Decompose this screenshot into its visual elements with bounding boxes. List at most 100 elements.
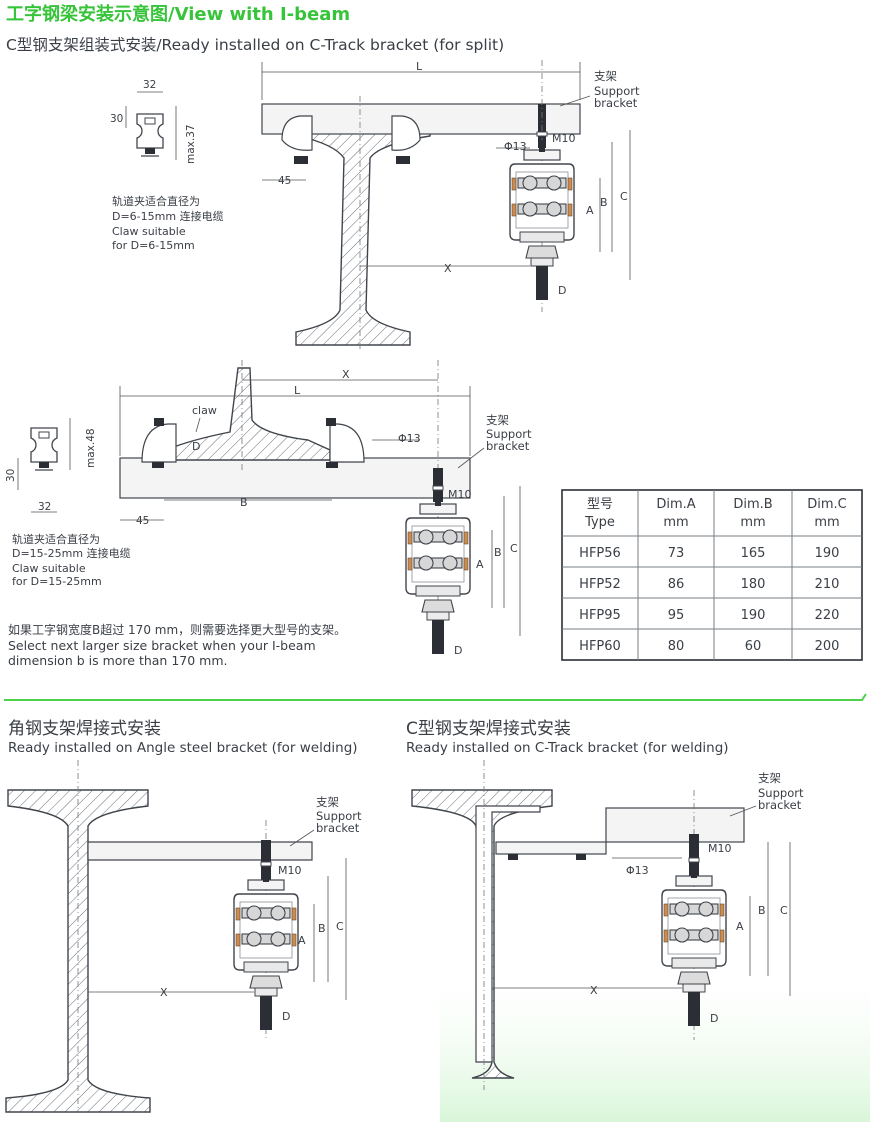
dim-label-B2: B [494, 546, 502, 559]
dim-label-C: C [336, 920, 344, 933]
support-label-en2: bracket [486, 439, 530, 453]
table-header-b-unit: mm [740, 515, 765, 530]
split-install-diagram: L X 45 A B C M10 Φ13 D 支架 Support bracke… [261, 60, 640, 350]
support-label-en2: bracket [594, 96, 638, 110]
dim-label-phi13: Φ13 [504, 140, 527, 153]
claw-label: claw [192, 404, 217, 417]
claw-profile-large: 32 30 max.48 [5, 418, 97, 513]
dim-label-45: 45 [136, 515, 149, 527]
support-label-en2: bracket [758, 798, 802, 812]
angle-section-title-en: Ready installed on Angle steel bracket (… [8, 740, 358, 756]
table-cell: HFP52 [579, 577, 621, 592]
table-header-a-unit: mm [663, 515, 688, 530]
table-cell: HFP56 [579, 546, 621, 561]
section-divider [4, 693, 867, 701]
support-label-en: Support [486, 427, 532, 441]
claw-profile-small: 32 30 max.37 [110, 79, 197, 164]
dim-label-B: B [758, 904, 766, 917]
dim-label-30: 30 [5, 469, 17, 482]
dim-label-A: A [298, 934, 306, 947]
claw-note-en: Claw suitable [12, 562, 86, 575]
table-header-b: Dim.B [733, 497, 772, 512]
dim-label-max48: max.48 [85, 428, 97, 468]
dim-label-D: D [454, 644, 462, 657]
claw-note-en2: for D=6-15mm [112, 239, 195, 252]
support-label-cn: 支架 [316, 795, 339, 809]
support-label-en2: bracket [316, 821, 360, 835]
dim-label-B: B [318, 922, 326, 935]
angle-section-title-cn: 角钢支架焊接式安装 [8, 719, 161, 739]
claw-note-en: Claw suitable [112, 225, 186, 238]
support-label-cn: 支架 [758, 771, 781, 785]
table-row: HFP95 95 190 220 [579, 608, 839, 623]
dim-label-M10: M10 [552, 132, 576, 145]
table-row: HFP52 86 180 210 [579, 577, 839, 592]
dim-label-A: A [476, 558, 484, 571]
rail-install-diagram: X L B 45 D claw Φ13 M10 A B C D 支架 Suppo… [119, 360, 532, 657]
support-label-en: Support [594, 84, 640, 98]
table-header-type-en: Type [584, 515, 615, 530]
dim-label-A: A [586, 204, 594, 217]
ctrack-weld-title-cn: C型钢支架焊接式安装 [406, 719, 571, 739]
page-title: 工字钢梁安装示意图/View with I-beam [6, 3, 350, 25]
dim-label-C: C [780, 904, 788, 917]
table-cell: 190 [815, 546, 840, 561]
table-cell: 73 [668, 546, 685, 561]
dim-label-L: L [416, 60, 423, 73]
dim-label-phi13: Φ13 [398, 432, 421, 445]
table-cell: 95 [668, 608, 685, 623]
table-cell: 86 [668, 577, 685, 592]
claw-note-cn2: D=15-25mm 连接电缆 [12, 547, 131, 560]
rail-profile [165, 367, 331, 461]
dim-label-30: 30 [110, 113, 123, 125]
dim-label-C: C [620, 190, 628, 203]
support-label-cn: 支架 [594, 69, 617, 83]
dim-label-B: B [240, 496, 248, 509]
table-header-c-unit: mm [814, 515, 839, 530]
dim-label-max37: max.37 [185, 124, 197, 164]
selection-note-cn: 如果工字钢宽度B超过 170 mm，则需要选择更大型号的支架。 [8, 622, 346, 637]
dim-label-L: L [294, 384, 301, 397]
table-cell: 80 [668, 639, 685, 654]
angle-install-diagram: X M10 A B C D 支架 Support bracket [5, 760, 362, 1113]
table-header-a: Dim.A [656, 497, 695, 512]
table-cell: 165 [741, 546, 766, 561]
selection-note-en: Select next larger size bracket when you… [8, 638, 316, 653]
table-cell: 200 [815, 639, 840, 654]
table-row: HFP60 80 60 200 [579, 639, 839, 654]
dim-label-D: D [710, 1012, 718, 1025]
dim-label-X: X [342, 368, 350, 381]
table-cell: 220 [815, 608, 840, 623]
dim-label-D: D [558, 284, 566, 297]
dim-label-X: X [590, 984, 598, 997]
support-plate [261, 103, 581, 135]
dim-label-M10: M10 [448, 488, 472, 501]
dim-label-32: 32 [38, 501, 51, 513]
dim-label-32: 32 [143, 79, 156, 91]
table-cell: 180 [741, 577, 766, 592]
support-label-en: Support [758, 786, 804, 800]
dim-label-X: X [160, 986, 168, 999]
section-subtitle-split: C型钢支架组装式安装/Ready installed on C-Track br… [6, 36, 504, 54]
table-cell: 190 [741, 608, 766, 623]
dim-label-A: A [736, 920, 744, 933]
table-cell: HFP60 [579, 639, 621, 654]
claw-note-cn: 轨道夹适合直径为 [12, 532, 100, 546]
dim-label-X: X [444, 262, 452, 275]
dim-label-D: D [282, 1010, 290, 1023]
dim-label-B: B [600, 196, 608, 209]
table-row: HFP56 73 165 190 [579, 546, 839, 561]
claw-note-cn: 轨道夹适合直径为 [112, 194, 200, 208]
claw-note-cn2: D=6-15mm 连接电缆 [112, 210, 224, 223]
support-label-en: Support [316, 809, 362, 823]
selection-note-en2: dimension b is more than 170 mm. [8, 653, 227, 668]
table-cell: 210 [815, 577, 840, 592]
support-label-cn: 支架 [486, 413, 509, 427]
dim-label-M10: M10 [708, 842, 732, 855]
claw-note-en2: for D=15-25mm [12, 575, 102, 588]
table-cell: HFP95 [579, 608, 621, 623]
dim-label-phi13: Φ13 [626, 864, 649, 877]
dim-label-D-rail: D [192, 440, 200, 453]
table-header-c: Dim.C [807, 497, 847, 512]
